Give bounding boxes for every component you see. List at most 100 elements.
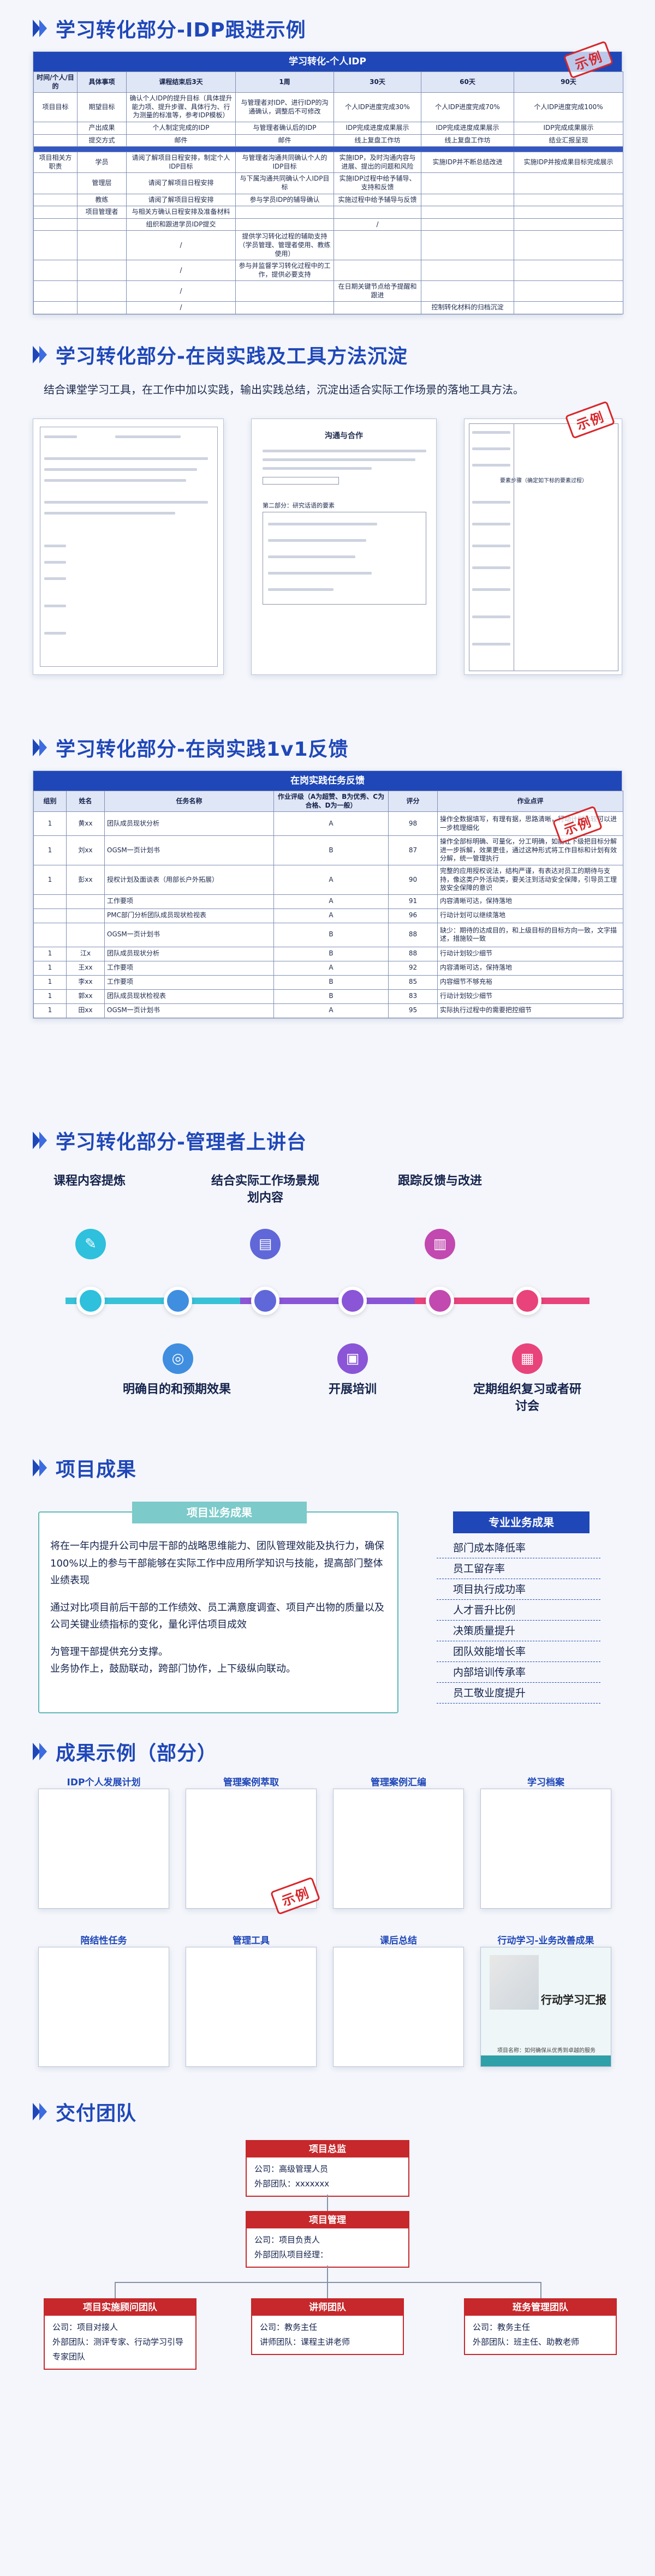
feedback-cell: [66, 922, 105, 947]
idp-cell: 项目相关方职责: [33, 152, 78, 174]
idp-cell: 实施过程中给予辅导与反馈: [334, 193, 421, 207]
org-line: 公司：教务主任: [260, 2322, 318, 2332]
feedback-cell: 96: [388, 908, 438, 923]
section-heading: 成果示例（部分）: [33, 1735, 622, 1768]
idp-cell: 与管理者沟通共同确认个人的IDP目标: [235, 152, 334, 174]
example-thumb: [333, 1789, 464, 1909]
example-thumb: [186, 1947, 317, 2067]
feedback-cell: 黄xx: [66, 811, 105, 836]
example-caption: 管理案例汇编: [371, 1777, 426, 1788]
timeline-label-bottom-1: 明确目的和预期效果: [122, 1383, 231, 1396]
idp-header-cell: 课程结束后3天: [126, 71, 236, 93]
idp-header-cell: 时间/个人/目的: [33, 71, 78, 93]
section-title: 成果示例（部分）: [56, 1742, 218, 1765]
feedback-cell: A: [273, 894, 389, 909]
feedback-cell: 李xx: [66, 975, 105, 990]
idp-cell: [514, 172, 623, 194]
results-para: 为管理干部提供充分支撑。: [50, 1646, 168, 1658]
feedback-cell: 内容清晰可达，保持落地: [437, 894, 623, 909]
section-title: 学习转化部分-在岗实践1v1反馈: [56, 738, 349, 761]
idp-cell: [514, 301, 623, 315]
feedback-cell: 内容清晰可达，保持落地: [437, 960, 623, 976]
feedback-cell: B: [273, 946, 389, 961]
idp-cell: /: [126, 280, 236, 302]
org-chart: 项目总监 公司：高级管理人员外部团队：xxxxxxx 项目管理 公司：项目负责人…: [33, 2135, 622, 2440]
section-idp: 学习转化部分-IDP跟进示例 学习转化-个人IDP 时间/个人/目的具体事项课程…: [0, 0, 655, 338]
org-box-title: 班务管理团队: [465, 2299, 616, 2316]
feedback-header-cell: 任务名称: [104, 790, 274, 812]
idp-cell: [235, 206, 334, 219]
lecture-timeline: ✎ 课程内容提炼 ▤ 结合实际工作场景规划内容 ▥ 跟踪反馈与改进 ◎ 明确目的…: [33, 1163, 622, 1447]
idp-cell: [77, 301, 127, 315]
feedback-cell: 行动计划较少细节: [437, 946, 623, 961]
idp-cell: 实施IDP过程中给予辅导、支持和反馈: [334, 172, 421, 194]
feedback-header-cell: 姓名: [66, 790, 105, 812]
idp-cell: 线上复盘工作坊: [421, 134, 514, 147]
feedback-cell: 1: [33, 811, 67, 836]
org-line: 外部团队：测评专家、行动学习引导专家团队: [52, 2337, 184, 2362]
idp-cell: [77, 280, 127, 302]
org-line: 讲师团队：课程主讲老师: [260, 2337, 350, 2347]
idp-cell: 教练: [77, 193, 127, 207]
example-caption: 课后总结: [380, 1935, 417, 1946]
idp-cell: [421, 172, 514, 194]
idp-cell: [514, 280, 623, 302]
timeline-node: [513, 1287, 541, 1315]
chevron-icon: [33, 1459, 47, 1477]
example-caption: IDP个人发展计划: [67, 1777, 141, 1788]
example-caption: 学习档案: [527, 1777, 564, 1788]
feedback-cell: A: [273, 1003, 389, 1018]
practice-intro: 结合课堂学习工具，在工作中加以实践，输出实践总结，沉淀出适合实际工作场景的落地工…: [44, 383, 524, 396]
example-thumb: [38, 1947, 169, 2067]
idp-cell: [334, 230, 421, 261]
idp-cell: 与相关方确认日程安排及准备材料: [126, 206, 236, 219]
idp-cell: [421, 218, 514, 231]
table-row: /提供学习转化过程的辅助支持（学员管理、管理者使用、教练使用）: [33, 230, 623, 261]
feedback-cell: [33, 908, 67, 923]
timeline-label-bottom-3: 定期组织复习或者研讨会: [473, 1383, 581, 1413]
feedback-cell: 1: [33, 975, 67, 990]
feedback-cell: 1: [33, 835, 67, 865]
table-row: /在日期关键节点给予提醒和跟进: [33, 280, 623, 302]
idp-cell: 提交方式: [77, 134, 127, 147]
page-root: 学习转化部分-IDP跟进示例 学习转化-个人IDP 时间/个人/目的具体事项课程…: [0, 0, 655, 2440]
result-item: 项目执行成功率: [437, 1579, 600, 1600]
feedback-cell: 彭xx: [66, 864, 105, 895]
section-heading: 交付团队: [33, 2095, 622, 2128]
results-para: 将在一年内提升公司中层干部的战略思维能力、团队管理效能及执行力，确保100%以上…: [50, 1540, 384, 1586]
business-results-title: 项目业务成果: [132, 1502, 307, 1523]
result-item: 决策质量提升: [437, 1621, 600, 1641]
idp-cell: 参与并监督学习转化过程中的工作，提供必要支持: [235, 260, 334, 282]
chevron-icon: [33, 739, 47, 756]
result-item: 员工留存率: [437, 1558, 600, 1579]
feedback-cell: 98: [388, 811, 438, 836]
idp-cell: 项目目标: [33, 92, 78, 122]
doc-section: 第二部分：研究话语的要素: [263, 502, 335, 509]
feedback-cell: B: [273, 835, 389, 865]
idp-cell: 与管理者确认后的IDP: [235, 121, 334, 135]
feedback-cell: 江x: [66, 946, 105, 961]
idp-cell: 个人制定完成的IDP: [126, 121, 236, 135]
feedback-table-card: 在岗实践任务反馈 组别姓名任务名称作业评级（A为超赞、B为优秀、C为合格、D为一…: [33, 770, 623, 1019]
feedback-cell: 1: [33, 946, 67, 961]
feedback-cell: 88: [388, 946, 438, 961]
idp-cell: /: [126, 230, 236, 261]
feedback-cell: A: [273, 811, 389, 836]
idp-cell: [334, 301, 421, 315]
idp-cell: 项目管理者: [77, 206, 127, 219]
chart-icon: ▥: [425, 1229, 455, 1259]
org-line: 外部团队项目经理：: [254, 2250, 329, 2260]
feedback-header-cell: 评分: [388, 790, 438, 812]
timeline-label-top-1: 课程内容提炼: [53, 1174, 126, 1188]
idp-cell: 与管理者对IDP、进行IDP的沟通确认，调整后不可修改: [235, 92, 334, 122]
feedback-cell: 1: [33, 864, 67, 895]
result-item: 部门成本降低率: [437, 1538, 600, 1558]
feedback-header-cell: 作业评级（A为超赞、B为优秀、C为合格、D为一般）: [273, 790, 389, 812]
idp-cell: [421, 193, 514, 207]
org-line: 外部团队：班主任、助教老师: [473, 2337, 580, 2347]
